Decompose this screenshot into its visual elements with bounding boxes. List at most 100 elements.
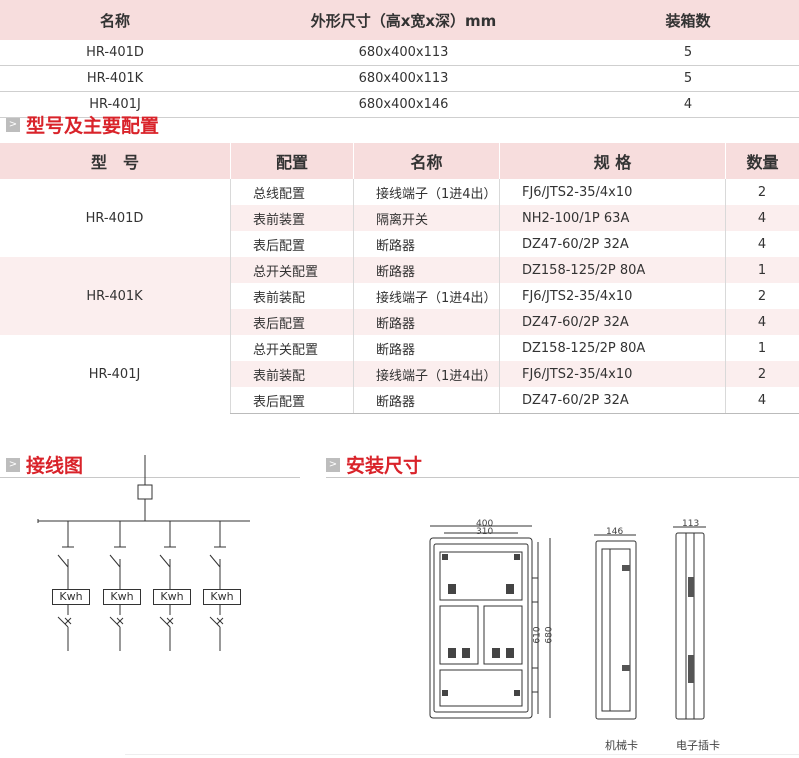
header-spec: 规 格 [499,143,726,179]
config-table: 型 号 配置 名称 规 格 数量 HR-401D 总线配置 接线端子（1进4出）… [0,143,799,414]
cell-config: 总开关配置 [230,257,354,283]
cell-item-name: 接线端子（1进4出） [353,361,500,387]
wiring-branch-3-line [159,616,171,628]
wiring-branch-3-line [166,617,174,625]
config-section-header: > 型号及主要配置 [6,111,159,138]
cell-qty: 2 [725,179,799,205]
section-marker-icon: > [326,457,340,472]
meter-label: Kwh [210,590,234,603]
cell-qty: 4 [725,387,799,414]
cell-item-name: 隔离开关 [353,205,500,231]
cell-qty: 4 [725,231,799,257]
table-row: 表后配置 断路器 DZ47-60/2P 32A 4 [0,309,799,335]
cell-spec: FJ6/JTS2-35/4x10 [499,283,726,309]
footer-divider [125,754,799,755]
wiring-branch-1-line [57,616,69,628]
cell-model: HR-401D [0,40,230,66]
dim-width-inner: 310 [476,527,494,537]
cell-item-name: 断路器 [353,335,500,361]
cell-config: 表后配置 [230,387,354,414]
meter-box: Kwh [203,589,241,605]
table-row: HR-401D 总线配置 接线端子（1进4出） FJ6/JTS2-35/4x10… [0,179,799,257]
cell-pack: 5 [577,40,799,66]
cell-qty: 4 [725,309,799,335]
table-row: HR-401J 总开关配置 断路器 DZ158-125/2P 80A 1 [0,335,799,414]
install-section-header: > 安装尺寸 [326,451,422,478]
cell-item-name: 断路器 [353,257,500,283]
cell-model: HR-401J [0,91,230,118]
cell-item-name: 断路器 [353,231,500,257]
cell-size: 680x400x113 [230,65,577,92]
wiring-branch-1-line [57,554,69,568]
wiring-branch-2-line [109,616,121,628]
install-divider [326,477,799,478]
table-row: HR-401J 680x400x146 4 [0,91,799,118]
cell-spec: DZ47-60/2P 32A [499,387,726,414]
cell-model: HR-401D [0,179,231,257]
wiring-branch-4-line [209,554,221,568]
header-pack: 装箱数 [577,0,799,40]
wiring-branch-3-line [159,554,171,568]
cell-item-name: 接线端子（1进4出） [353,179,500,205]
cell-qty: 2 [725,361,799,387]
cell-spec: DZ158-125/2P 80A [499,257,726,283]
cell-item-name: 断路器 [353,387,500,414]
cell-item-name: 接线端子（1进4出） [353,283,500,309]
caption-electronic-card: 电子插卡 [676,739,720,752]
cell-qty: 1 [725,335,799,361]
caption-mechanical-card: 机械卡 [605,739,638,752]
cell-model: HR-401K [0,257,231,335]
cell-pack: 5 [577,65,799,92]
front-view-drawing [429,525,551,719]
header-name: 名称 [0,0,230,40]
cell-qty: 2 [725,283,799,309]
meter-label: Kwh [110,590,134,603]
meter-box: Kwh [103,589,141,605]
cell-model: HR-401J [0,335,231,414]
header-qty: 数量 [725,143,799,179]
dim-depth-mechanical: 146 [606,527,624,537]
cell-config: 总开关配置 [230,335,354,361]
config-section-title: 型号及主要配置 [26,115,160,137]
meter-label: Kwh [160,590,184,603]
section-marker-icon: > [6,117,20,132]
cell-config: 表后配置 [230,231,354,257]
install-section-title: 安装尺寸 [346,455,423,477]
wiring-branch-1-line [64,617,72,625]
side-views-drawing [594,526,706,720]
wiring-section-header: > 接线图 [6,451,83,478]
cell-config: 总线配置 [230,179,354,205]
cell-spec: DZ47-60/2P 32A [499,309,726,335]
dim-height-outer: 680 [544,626,555,644]
cell-size: 680x400x146 [230,91,577,118]
table-row: HR-401K 680x400x113 5 [0,65,799,92]
table-row: 表后配置 断路器 DZ47-60/2P 32A 4 [0,231,799,257]
table-row: 表前装配 接线端子（1进4出） FJ6/JTS2-35/4x10 2 [0,361,799,387]
dim-height-inner: 610 [532,626,543,644]
wiring-branch-4-line [209,616,221,628]
cell-item-name: 断路器 [353,309,500,335]
meter-box: Kwh [153,589,191,605]
cell-spec: FJ6/JTS2-35/4x10 [499,179,726,205]
header-size: 外形尺寸（高x宽x深）mm [230,0,577,40]
wiring-divider [0,477,300,478]
dim-width-outer: 400 [476,519,494,529]
wiring-diagram [37,455,250,651]
table-row: 表后配置 断路器 DZ47-60/2P 32A 4 [0,387,799,414]
header-config: 配置 [230,143,354,179]
dimensions-table: 名称 外形尺寸（高x宽x深）mm 装箱数 HR-401D 680x400x113… [0,0,799,118]
meter-label: Kwh [59,590,83,603]
wiring-branch-2-line [116,617,124,625]
wiring-section-title: 接线图 [26,455,84,477]
table-row: HR-401D 680x400x113 5 [0,40,799,66]
wiring-branch-4-line [216,617,224,625]
cell-config: 表后配置 [230,309,354,335]
config-header-row: 型 号 配置 名称 规 格 数量 [0,143,799,179]
cell-config: 表前装置 [230,205,354,231]
cell-spec: NH2-100/1P 63A [499,205,726,231]
wiring-branch-2-line [109,554,121,568]
cell-spec: FJ6/JTS2-35/4x10 [499,361,726,387]
dimensions-header-row: 名称 外形尺寸（高x宽x深）mm 装箱数 [0,0,799,40]
table-row: 表前装置 隔离开关 NH2-100/1P 63A 4 [0,205,799,231]
table-row: 表前装配 接线端子（1进4出） FJ6/JTS2-35/4x10 2 [0,283,799,309]
